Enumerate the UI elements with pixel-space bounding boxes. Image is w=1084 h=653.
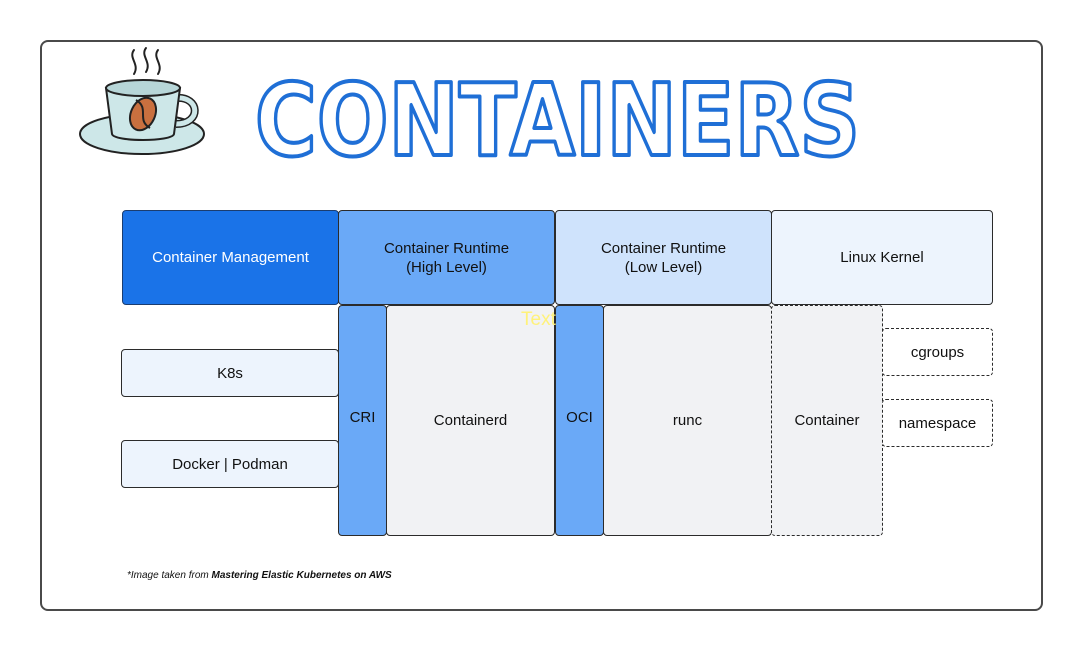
kernel-cgroups-label: cgroups (910, 343, 965, 361)
runtime-runc-label: runc (672, 412, 703, 429)
footnote-source: Mastering Elastic Kubernetes on AWS (211, 570, 392, 581)
header-container-management-label: Container Management (152, 249, 309, 266)
header-runtime-low-line2: (Low Level) (624, 258, 703, 276)
page-title-text: CONTAINERS (255, 62, 860, 170)
header-linux-kernel-label: Linux Kernel (840, 249, 924, 266)
header-runtime-low: Container Runtime (Low Level) (555, 210, 772, 305)
header-runtime-low-line1: Container Runtime (600, 239, 727, 257)
coffee-cup-icon (79, 47, 205, 155)
runtime-runc: runc (603, 305, 772, 536)
page-title: CONTAINERS (253, 60, 862, 170)
runtime-containerd: Containerd (386, 305, 555, 536)
kernel-namespace: namespace (882, 399, 993, 447)
footnote: *Image taken from Mastering Elastic Kube… (127, 570, 392, 581)
tool-docker-podman-label: Docker | Podman (172, 455, 288, 473)
runtime-containerd-label: Containerd (433, 412, 508, 429)
tool-k8s: K8s (121, 349, 339, 397)
interface-oci: OCI (555, 305, 604, 536)
kernel-container-label: Container (794, 412, 860, 429)
header-runtime-high: Container Runtime (High Level) (338, 210, 555, 305)
kernel-cgroups: cgroups (882, 328, 993, 376)
header-runtime-high-line1: Container Runtime (383, 239, 510, 257)
kernel-namespace-label: namespace (898, 414, 977, 432)
header-runtime-high-line2: (High Level) (406, 258, 487, 276)
tool-docker-podman: Docker | Podman (121, 440, 339, 488)
header-linux-kernel: Linux Kernel (771, 210, 993, 305)
interface-cri: CRI (338, 305, 387, 536)
header-container-management: Container Management (122, 210, 339, 305)
interface-cri-label: CRI (349, 409, 376, 426)
footnote-prefix: *Image taken from (127, 570, 212, 581)
interface-oci-label: OCI (566, 409, 593, 426)
overlay-text: Text (521, 309, 556, 330)
tool-k8s-label: K8s (217, 364, 243, 382)
kernel-container: Container (771, 305, 883, 536)
